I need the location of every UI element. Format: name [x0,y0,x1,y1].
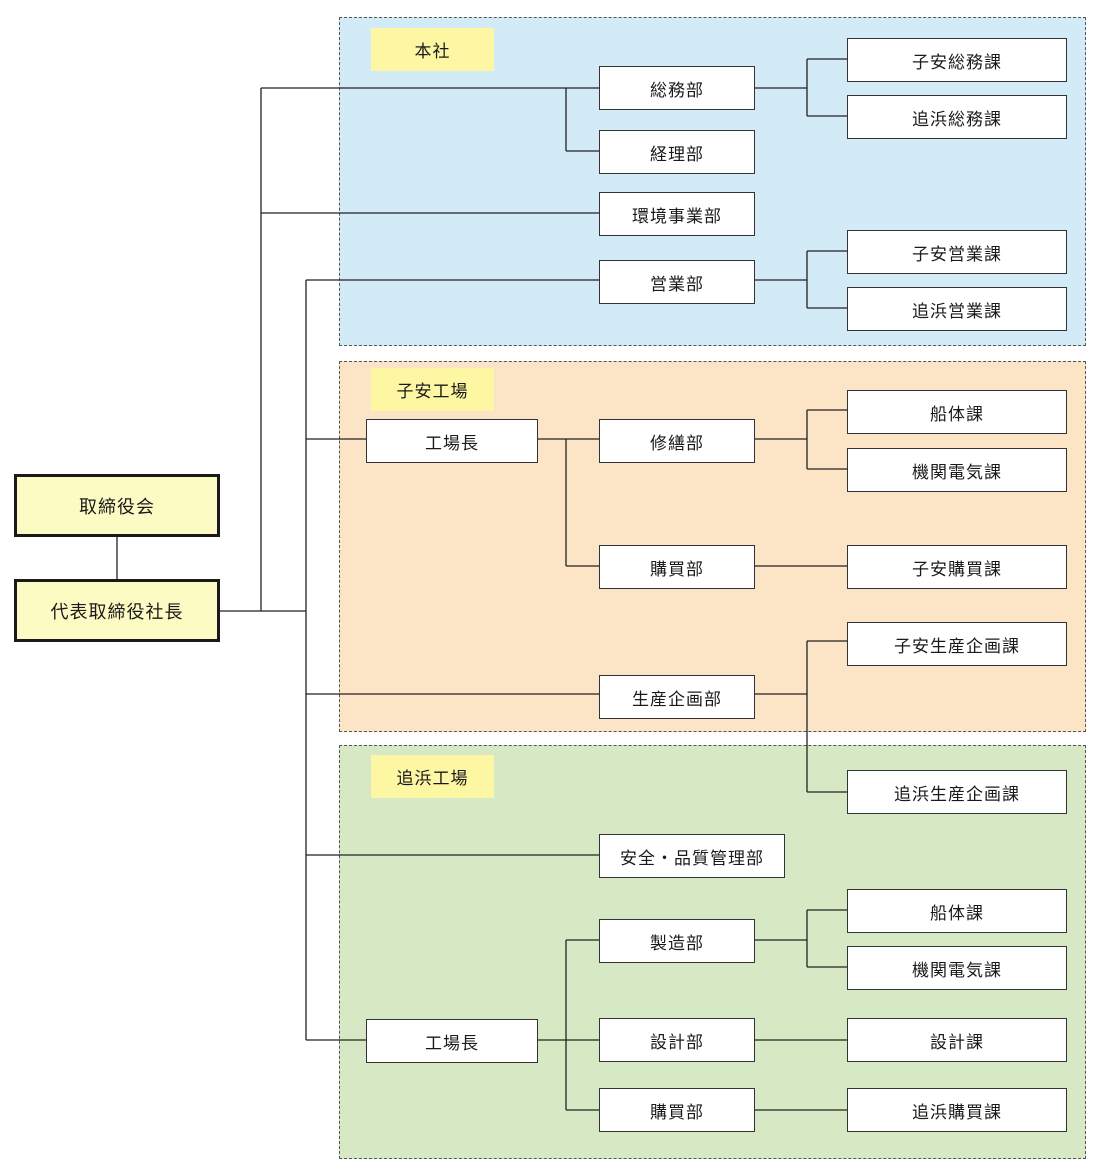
node-koyasu-production-planning-section: 子安生産企画課 [847,622,1067,666]
node-koyasu-plant-manager: 工場長 [366,419,538,463]
node-safety-quality-dept: 安全・品質管理部 [599,834,785,878]
node-oihama-production-planning-section: 追浜生産企画課 [847,770,1067,814]
node-oihama-hull-section: 船体課 [847,889,1067,933]
node-koyasu-general-affairs-section: 子安総務課 [847,38,1067,82]
node-president: 代表取締役社長 [14,579,220,642]
node-sales-dept: 営業部 [599,260,755,304]
region-label-head-office: 本社 [371,28,494,71]
node-oihama-purchasing-section: 追浜購買課 [847,1088,1067,1132]
node-board-of-directors: 取締役会 [14,474,220,537]
node-oihama-purchasing-dept: 購買部 [599,1088,755,1132]
node-environment-business-dept: 環境事業部 [599,192,755,236]
node-manufacturing-dept: 製造部 [599,919,755,963]
node-koyasu-purchasing-section: 子安購買課 [847,545,1067,589]
node-accounting-dept: 経理部 [599,130,755,174]
node-koyasu-machinery-electric-section: 機関電気課 [847,448,1067,492]
node-oihama-general-affairs-section: 追浜総務課 [847,95,1067,139]
node-oihama-machinery-electric-section: 機関電気課 [847,946,1067,990]
node-design-section: 設計課 [847,1018,1067,1062]
node-repair-dept: 修繕部 [599,419,755,463]
region-label-koyasu-factory: 子安工場 [371,368,494,411]
node-oihama-sales-section: 追浜営業課 [847,287,1067,331]
node-koyasu-hull-section: 船体課 [847,390,1067,434]
node-koyasu-sales-section: 子安営業課 [847,230,1067,274]
node-oihama-plant-manager: 工場長 [366,1019,538,1063]
node-production-planning-dept: 生産企画部 [599,675,755,719]
region-label-oihama-factory: 追浜工場 [371,755,494,798]
node-design-dept: 設計部 [599,1018,755,1062]
node-koyasu-purchasing-dept: 購買部 [599,545,755,589]
node-general-affairs-dept: 総務部 [599,66,755,110]
